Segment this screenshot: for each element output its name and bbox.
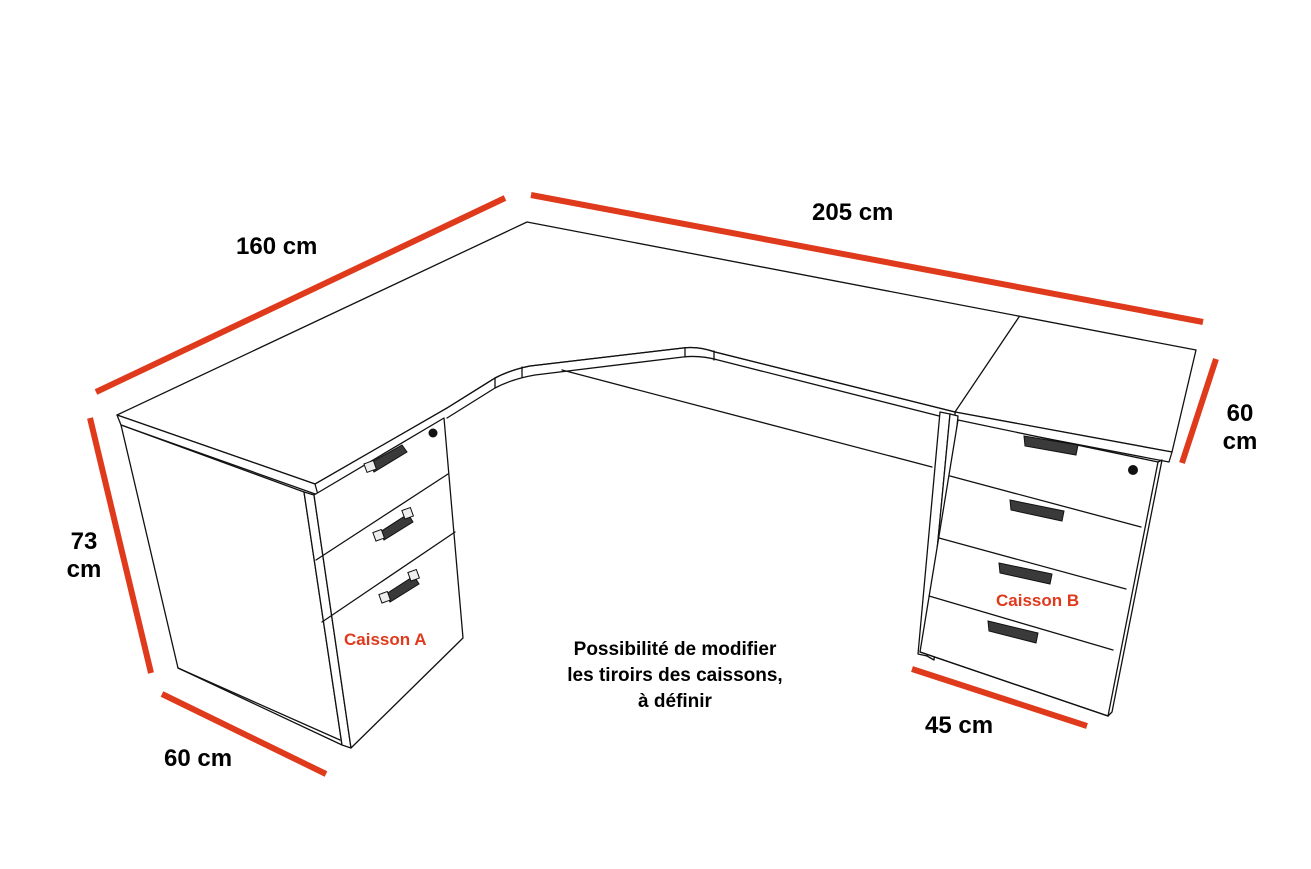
- dimension-label-73: 73 cm: [58, 528, 110, 583]
- desktop: [116, 221, 1197, 496]
- drawer-handle: [1023, 435, 1079, 456]
- dim-line-73: [87, 417, 154, 674]
- dimension-label-73-value: 73: [70, 528, 98, 555]
- dimension-label-45: 45 cm: [925, 712, 994, 739]
- dimension-label-60-left: 60 cm: [164, 745, 233, 772]
- drawer-note-line-2: les tiroirs des caissons,: [567, 665, 783, 686]
- drawer-handle: [998, 562, 1053, 585]
- dim-line-60-right: [1179, 358, 1219, 464]
- dimension-label-60-right-unit: cm: [1222, 427, 1258, 455]
- caisson-a-label: Caisson A: [344, 630, 427, 649]
- caisson-a-front: [313, 417, 464, 749]
- desktop-inner-edge-top: [446, 346, 956, 413]
- caisson-a: [120, 417, 464, 749]
- drawer-handle: [1009, 499, 1065, 522]
- dim-line-160: [94, 195, 507, 395]
- drawer-note-line-1: Possibilité de modifier: [573, 639, 777, 660]
- dimension-label-205: 205 cm: [812, 199, 894, 226]
- caisson-b: [917, 411, 1163, 717]
- drawer-handle: [378, 568, 421, 604]
- lock-icon: [428, 428, 438, 438]
- dim-line-60-left: [160, 691, 328, 777]
- dimension-label-60-right: 60 cm: [1213, 400, 1267, 455]
- dimension-label-60-right-value: 60: [1226, 400, 1254, 427]
- caisson-b-front: [919, 419, 1159, 717]
- dimension-lines: [87, 192, 1219, 777]
- drawer-note: Possibilité de modifier les tiroirs des …: [515, 637, 835, 715]
- drawer-note-line-3: à définir: [638, 691, 712, 712]
- dimension-label-73-unit: cm: [66, 555, 102, 583]
- drawer-handle: [363, 444, 408, 474]
- drawer-handle: [987, 620, 1039, 644]
- desktop-inner-edge-bottom: [446, 355, 956, 421]
- dim-line-205: [530, 192, 1204, 325]
- lock-icon: [1128, 465, 1138, 475]
- caisson-b-label: Caisson B: [996, 591, 1080, 610]
- dim-line-45: [911, 666, 1088, 729]
- dimension-label-160: 160 cm: [236, 233, 318, 260]
- drawer-handle: [372, 506, 415, 542]
